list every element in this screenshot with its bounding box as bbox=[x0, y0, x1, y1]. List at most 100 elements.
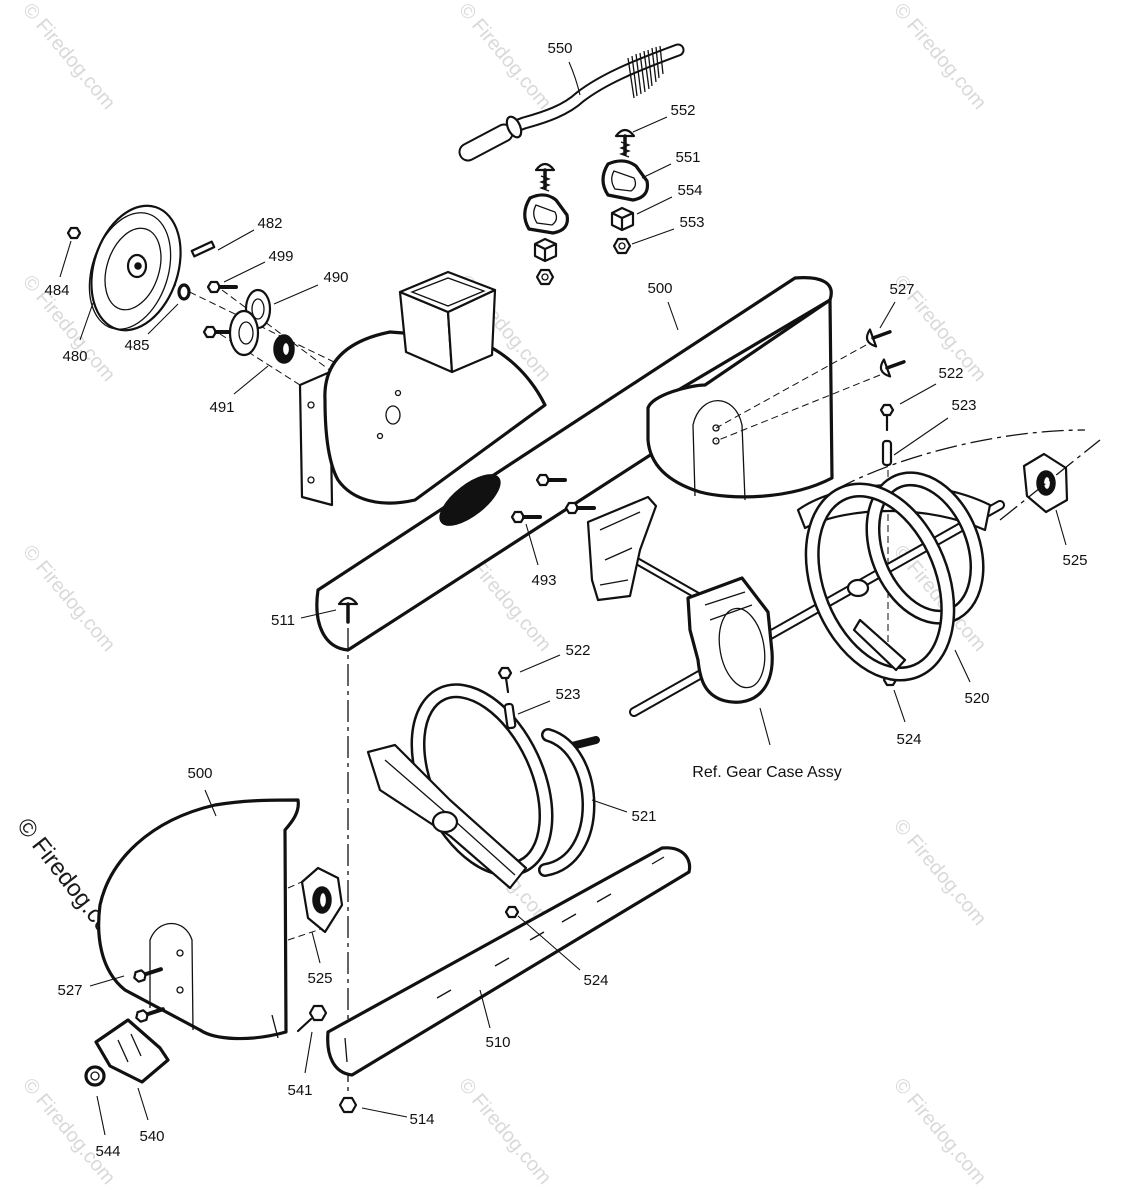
scraper-slot bbox=[529, 931, 545, 941]
callout-label: 544 bbox=[95, 1143, 120, 1160]
auger-521 bbox=[366, 666, 600, 919]
watermark-text: © Firedog.com bbox=[18, 541, 119, 656]
auger-blade bbox=[852, 618, 907, 672]
bracket-block bbox=[610, 206, 635, 232]
leader-lines bbox=[59, 61, 1067, 1136]
shift-bracket bbox=[601, 159, 650, 202]
callout-label: 554 bbox=[677, 182, 702, 199]
leader-line bbox=[89, 975, 125, 987]
leader-line bbox=[525, 523, 539, 566]
shift-bracket-inner bbox=[533, 204, 558, 226]
pin-523 bbox=[881, 439, 893, 467]
watermark-text: © Firedog.com bbox=[18, 0, 119, 114]
side-plate-hole bbox=[176, 986, 184, 994]
callout-label: 522 bbox=[565, 642, 590, 659]
leader-line bbox=[517, 700, 551, 715]
leader-line bbox=[893, 689, 906, 723]
leader-line bbox=[479, 989, 491, 1029]
bolt-thread bbox=[619, 141, 631, 158]
callout-label: 527 bbox=[889, 281, 914, 298]
carriage-bolt bbox=[534, 162, 556, 190]
leader-line bbox=[204, 789, 217, 817]
housing-edge-mark bbox=[271, 1014, 279, 1039]
callout-label: 521 bbox=[631, 808, 656, 825]
callout-label: 522 bbox=[938, 365, 963, 382]
side-plate-hole bbox=[712, 424, 720, 432]
callout-label: 491 bbox=[209, 399, 234, 416]
callout-label: 551 bbox=[675, 149, 700, 166]
auger-outline bbox=[999, 439, 1101, 521]
leader-line bbox=[233, 365, 269, 395]
pulley-bearing-group bbox=[66, 204, 399, 437]
scraper-slot bbox=[596, 893, 612, 903]
callout-labels: 550 552 551 554 553 482 499 490 484 480 … bbox=[44, 40, 1087, 1160]
carriage-bolt-527 bbox=[862, 321, 895, 351]
auger-housing-500-upper bbox=[298, 270, 834, 652]
rod-hatch bbox=[627, 45, 664, 99]
nut-524 bbox=[504, 905, 520, 919]
shift-rod-550 bbox=[458, 43, 685, 162]
callout-label: 525 bbox=[307, 970, 332, 987]
auger-housing-500-lower bbox=[97, 798, 344, 1041]
callout-label: 510 bbox=[485, 1034, 510, 1051]
scraper-slot bbox=[344, 1037, 348, 1063]
gear-case-cover bbox=[718, 607, 766, 689]
leader-line bbox=[217, 229, 255, 251]
scraper-bar bbox=[326, 846, 692, 1077]
gear-case bbox=[686, 576, 774, 704]
impeller-opening bbox=[439, 474, 501, 526]
auger-flight-fill bbox=[807, 485, 953, 679]
impeller-frame bbox=[586, 495, 658, 602]
hex-nut-hole bbox=[618, 242, 626, 250]
leader-line bbox=[631, 228, 675, 245]
leader-line bbox=[223, 261, 266, 283]
callout-label: 550 bbox=[547, 40, 572, 57]
nut-514 bbox=[338, 1096, 358, 1114]
reference-note: Ref. Gear Case Assy bbox=[692, 764, 841, 781]
callout-label: 480 bbox=[62, 348, 87, 365]
assembly-line bbox=[715, 344, 867, 429]
side-plate-bearing-seat bbox=[692, 400, 746, 501]
callout-label: 514 bbox=[409, 1111, 434, 1128]
fan-drum bbox=[323, 330, 547, 505]
leader-line bbox=[517, 915, 581, 971]
callout-label: 524 bbox=[896, 731, 921, 748]
watermark-text: © Firedog.com bbox=[889, 1074, 990, 1189]
leader-line bbox=[636, 196, 673, 215]
leader-line bbox=[147, 303, 179, 335]
leader-line bbox=[759, 707, 771, 746]
callout-label: 493 bbox=[531, 572, 556, 589]
leader-line bbox=[79, 302, 94, 341]
leader-line bbox=[311, 931, 321, 964]
mount-hole bbox=[307, 476, 315, 484]
callout-label: 552 bbox=[670, 102, 695, 119]
nut-544 bbox=[84, 1065, 106, 1087]
bolt-541-shank bbox=[296, 1017, 313, 1033]
callout-label: 553 bbox=[679, 214, 704, 231]
hex-nut bbox=[535, 268, 555, 286]
leader-line bbox=[591, 799, 628, 813]
callout-label: 540 bbox=[139, 1128, 164, 1145]
impeller-frame-detail bbox=[599, 511, 641, 586]
callout-label: 541 bbox=[287, 1082, 312, 1099]
callout-label: 524 bbox=[583, 972, 608, 989]
bearing-485 bbox=[177, 283, 191, 301]
skid-shoe-slot bbox=[117, 1033, 142, 1063]
callout-label: 500 bbox=[647, 280, 672, 297]
callout-label: 485 bbox=[124, 337, 149, 354]
auger-hub bbox=[846, 578, 870, 598]
bearing-plate-bore bbox=[1041, 474, 1053, 492]
rod-grip-fill bbox=[460, 125, 512, 160]
hex-bolt bbox=[564, 501, 596, 515]
scraper-bar-510 bbox=[326, 846, 692, 1077]
side-plate-bearing-seat bbox=[149, 923, 194, 1031]
watermark-text: © Firedog.com bbox=[454, 1074, 555, 1189]
leader-line bbox=[304, 1031, 313, 1074]
assembly-line bbox=[287, 927, 325, 941]
pulley-rim bbox=[88, 212, 172, 330]
callout-label: 525 bbox=[1062, 552, 1087, 569]
leader-line bbox=[632, 116, 668, 133]
leader-line bbox=[96, 1095, 106, 1136]
leader-line bbox=[1055, 509, 1067, 546]
